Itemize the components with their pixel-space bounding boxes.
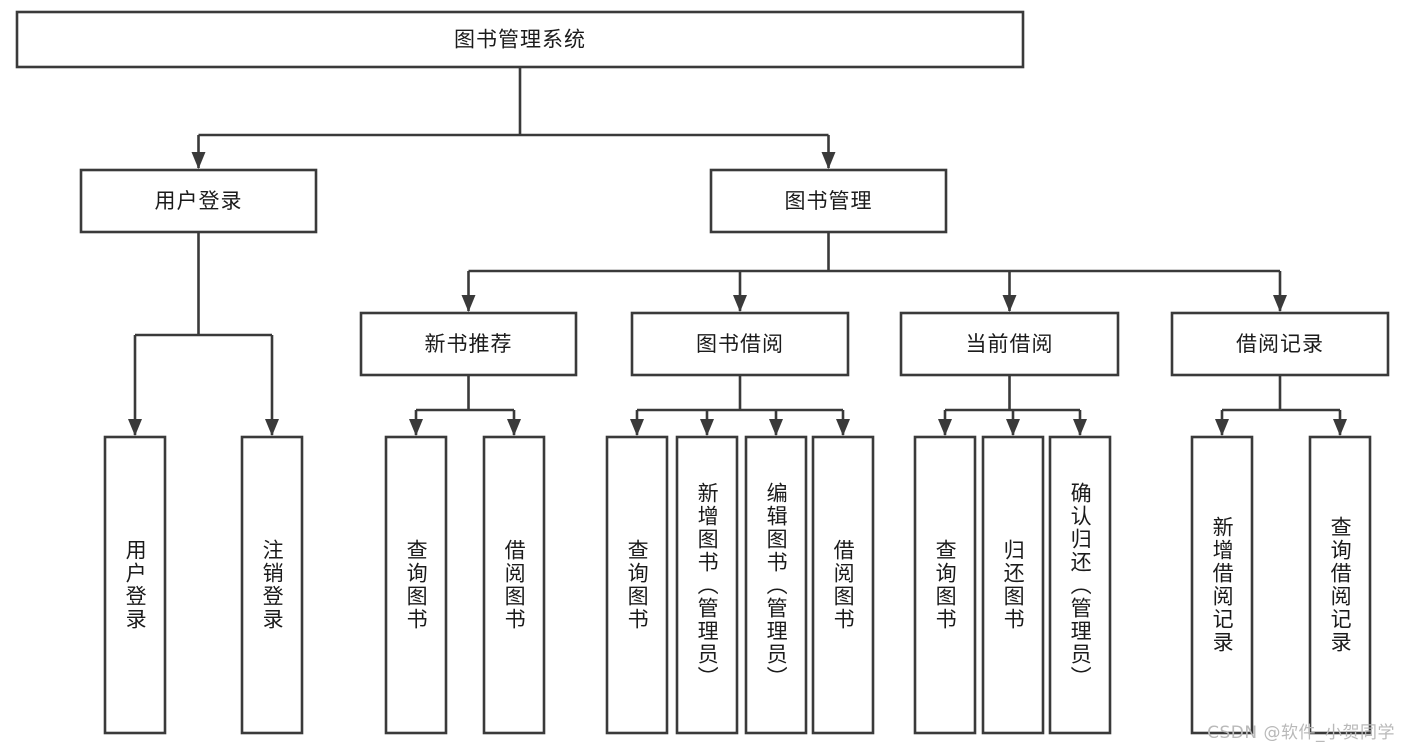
node-l2-图书管理-label: 图书管理 [785,189,873,213]
arrowhead-l2-to-l3-3 [1273,295,1287,312]
node-leaf-4[interactable] [605,435,669,735]
arrowhead-图书借阅-to-leaf-0 [630,419,644,436]
arrowhead-用户登录-to-leaf-1 [265,419,279,436]
arrowhead-当前借阅-to-leaf-0 [938,419,952,436]
node-leaf-9[interactable] [981,435,1045,735]
node-leaf-2[interactable] [384,435,448,735]
arrowhead-图书借阅-to-leaf-1 [700,419,714,436]
node-leaf-1[interactable] [240,435,304,735]
node-l3-当前借阅[interactable] [899,311,1120,377]
csdn-watermark: CSDN @软件_小贺同学 [1207,723,1395,743]
node-l2-用户登录-label: 用户登录 [155,189,243,213]
arrowhead-root-to-l2-0 [191,152,206,169]
node-l3-图书借阅-label: 图书借阅 [696,332,784,356]
node-leaf-8[interactable] [913,435,977,735]
node-l3-借阅记录[interactable] [1170,311,1390,377]
arrowhead-借阅记录-to-leaf-0 [1215,419,1229,436]
arrowhead-用户登录-to-leaf-0 [128,419,142,436]
node-leaf-10[interactable] [1048,435,1112,735]
node-l2-图书管理[interactable] [709,168,948,234]
node-leaf-12[interactable] [1308,435,1372,735]
arrowhead-l2-to-l3-0 [461,295,476,312]
node-l3-新书推荐-label: 新书推荐 [425,332,513,356]
node-leaf-11[interactable] [1190,435,1254,735]
node-l3-当前借阅-label: 当前借阅 [966,332,1054,356]
node-l2-用户登录[interactable] [79,168,318,234]
node-l3-新书推荐[interactable] [359,311,578,377]
boxes-layer [15,10,1390,735]
node-leaf-5[interactable] [675,435,739,735]
node-l3-借阅记录-label: 借阅记录 [1236,332,1324,356]
arrowhead-当前借阅-to-leaf-1 [1006,419,1020,436]
arrowhead-l2-to-l3-2 [1002,295,1017,312]
arrowhead-图书借阅-to-leaf-3 [836,419,850,436]
node-leaf-0[interactable] [103,435,167,735]
node-root-label: 图书管理系统 [454,28,586,52]
arrowhead-root-to-l2-1 [821,152,836,169]
node-leaf-7[interactable] [811,435,875,735]
arrowhead-新书推荐-to-leaf-0 [409,419,423,436]
arrowhead-新书推荐-to-leaf-1 [507,419,521,436]
node-leaf-6[interactable] [744,435,808,735]
arrowhead-图书借阅-to-leaf-2 [769,419,783,436]
arrowhead-当前借阅-to-leaf-2 [1073,419,1087,436]
edges-layer [128,67,1347,436]
arrowhead-借阅记录-to-leaf-1 [1333,419,1347,436]
node-leaf-3[interactable] [482,435,546,735]
arrowhead-l2-to-l3-1 [733,295,747,312]
node-l3-图书借阅[interactable] [630,311,850,377]
node-root[interactable] [15,10,1025,69]
